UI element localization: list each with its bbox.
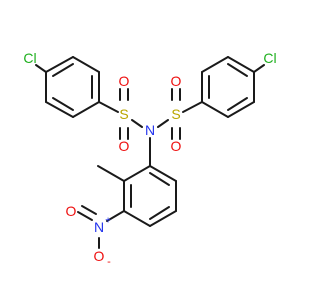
- bond: [182, 101, 203, 113]
- atom-label-nitro-oxygen-top: O: [66, 203, 77, 219]
- charge-label-minus: -: [107, 256, 111, 268]
- atom-label-cl-right: Cl: [263, 50, 276, 66]
- bond: [97, 165, 125, 182]
- bond: [72, 56, 100, 73]
- bond: [227, 101, 255, 118]
- bond: [149, 165, 177, 182]
- bond: [52, 97, 74, 111]
- bond: [35, 64, 47, 73]
- atom-label-oxygen: O: [119, 138, 130, 154]
- bond: [123, 210, 151, 227]
- bond: [253, 64, 265, 73]
- atom-label-cl-left: Cl: [23, 50, 36, 66]
- bond: [227, 63, 248, 77]
- bond: [149, 206, 170, 220]
- bond: [106, 210, 125, 222]
- atom-label-sulfur-right: S: [171, 106, 180, 122]
- bond: [227, 56, 255, 73]
- charge-label-plus: +: [105, 216, 111, 227]
- atom-label-nitro-oxygen-bottom: O: [94, 248, 105, 264]
- molecule-diagram: Cl Cl S S N O O O O N + O O -: [23, 50, 276, 268]
- bond: [131, 119, 143, 128]
- atom-labels: Cl Cl S S N O O O O N + O O -: [23, 50, 276, 268]
- atom-label-nitrogen-center: N: [145, 122, 155, 138]
- bond: [45, 56, 74, 73]
- bond: [52, 63, 74, 77]
- bond: [157, 119, 169, 128]
- atom-label-nitro-nitrogen: N: [94, 219, 104, 235]
- bond: [149, 210, 177, 227]
- bond: [98, 101, 119, 113]
- bond: [227, 97, 248, 111]
- atom-label-oxygen: O: [171, 73, 182, 89]
- bond: [45, 101, 74, 118]
- bond: [201, 56, 229, 73]
- atom-label-oxygen: O: [171, 138, 182, 154]
- bond: [123, 165, 151, 182]
- bond: [77, 211, 93, 221]
- bond: [72, 101, 100, 118]
- atom-label-oxygen: O: [119, 73, 130, 89]
- bond: [81, 205, 97, 215]
- bond-layer: [35, 56, 265, 249]
- bond: [149, 172, 170, 186]
- atom-label-sulfur-left: S: [119, 106, 128, 122]
- bond: [201, 101, 229, 118]
